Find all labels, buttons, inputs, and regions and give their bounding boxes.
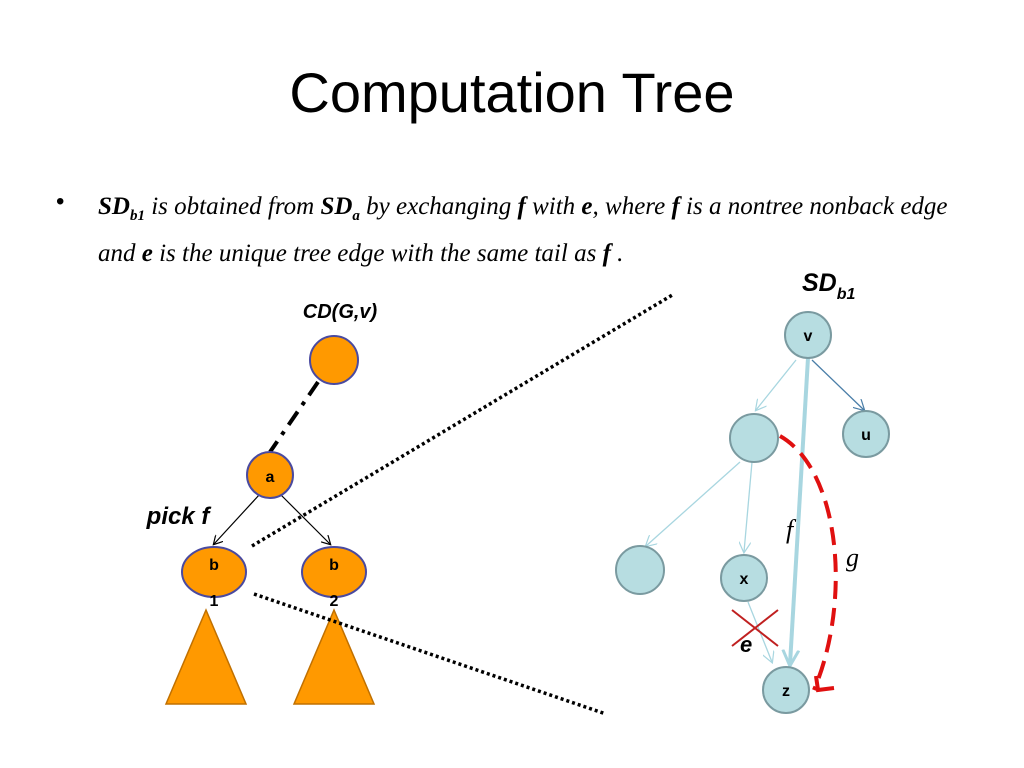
cross-mark-b [731, 609, 779, 647]
zoom-line-top [251, 292, 675, 548]
sd-node-z-label: z [782, 683, 790, 700]
f-term-3: f [602, 240, 611, 267]
cd-node-b1 [181, 546, 247, 598]
sd-a-term: SDa [320, 193, 359, 224]
sd-title-sub: b1 [837, 286, 856, 303]
sd-a-text: SD [320, 193, 353, 220]
sd-edge-g [779, 434, 838, 691]
sd-node-x [720, 554, 768, 602]
sd-label-g: g [846, 543, 859, 572]
bullet-part-5: is a nontree nonback edge and [98, 193, 948, 267]
bullet-text: SDb1 is obtained from SDa by exchanging … [98, 188, 948, 272]
cd-node-a-label: a [266, 469, 275, 486]
e-term-1: e [581, 193, 593, 220]
cd-root-node [309, 335, 359, 385]
f-term-2: f [671, 193, 680, 220]
f-term-1: f [517, 193, 526, 220]
sd-label-f: f [786, 515, 797, 544]
sd-b1-sub: b1 [129, 208, 145, 224]
sd-label-e: e [740, 632, 752, 657]
cd-node-b1-label: b [209, 557, 219, 574]
cd-title: CD(G,v) [303, 301, 378, 323]
sd-edge-mid-left [646, 461, 741, 546]
cd-edge-a-b1 [214, 493, 261, 544]
cd-subtree-b1 [164, 608, 248, 705]
slide-title: Computation Tree [289, 61, 735, 124]
sd-node-left [615, 545, 665, 595]
sd-b1-term: SDb1 [98, 193, 145, 224]
bullet-part-6: is the unique tree edge with the same ta… [152, 240, 603, 267]
sd-edge-v-u [811, 359, 864, 410]
sd-a-sub: a [352, 208, 360, 224]
bullet-part-4: , where [592, 193, 672, 220]
bullet-part-1: is obtained from [144, 193, 321, 220]
bullet-dot: • [56, 188, 65, 215]
e-term-2: e [141, 240, 153, 267]
bullet-part-7: . [610, 240, 624, 267]
bullet-part-3: with [525, 193, 582, 220]
sd-node-u-label: u [861, 427, 871, 444]
cd-subtree-b2 [292, 608, 376, 705]
cd-dashdot-edge [268, 380, 320, 454]
sd-title-main: SD [802, 269, 837, 297]
cd-node-b2 [301, 546, 367, 598]
sd-edge-v-mid [756, 359, 797, 410]
sd-node-v [784, 311, 832, 359]
bullet-part-2: by exchanging [359, 193, 518, 220]
pick-f-label: pick f [146, 503, 212, 530]
sd-node-mid [729, 413, 779, 463]
cd-node-b2-sub: 2 [330, 593, 339, 610]
sd-node-x-label: x [740, 571, 749, 588]
cd-edge-a-b2 [279, 493, 330, 544]
sd-b1-text: SD [98, 193, 130, 220]
sd-node-v-label: v [804, 328, 813, 345]
sd-edge-f [790, 357, 810, 664]
cd-node-a [246, 451, 294, 499]
zoom-line-bottom [253, 592, 607, 716]
cd-node-b2-label: b [329, 557, 339, 574]
sd-title: SDb1 [802, 269, 856, 303]
sd-node-u [842, 410, 890, 458]
sd-node-z [762, 666, 810, 714]
sd-edge-g-arrowhead [814, 675, 835, 693]
cd-node-b1-sub: 1 [210, 593, 219, 610]
sd-edge-mid-x [744, 461, 753, 552]
